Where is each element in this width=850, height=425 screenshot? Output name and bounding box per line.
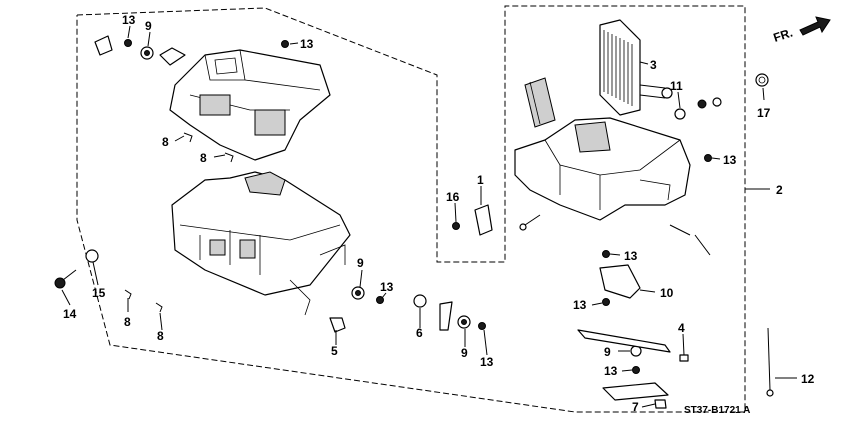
callout-13: 13 [723, 153, 737, 167]
front-direction-label: FR. [772, 26, 795, 45]
clip-icon [329, 317, 346, 333]
callout-9: 9 [357, 256, 364, 270]
bolt-icon [54, 277, 66, 289]
callout-13: 13 [380, 280, 394, 294]
callout-13: 13 [573, 298, 587, 312]
shutter-icon [602, 382, 669, 401]
front-direction-indicator: FR. [772, 16, 831, 45]
callout-13: 13 [480, 355, 494, 369]
screw-icon [632, 366, 640, 374]
callout-5: 5 [331, 344, 338, 358]
cap-icon [85, 249, 99, 263]
callout-12: 12 [801, 372, 815, 386]
lower-heater-case [171, 171, 351, 316]
screw-icon [281, 40, 289, 48]
callout-6: 6 [416, 326, 423, 340]
callout-11: 11 [670, 79, 683, 93]
callout-17: 17 [757, 106, 771, 120]
screw-icon [704, 154, 712, 162]
screw-icon [602, 250, 610, 258]
callout-13: 13 [122, 13, 136, 27]
callout-8: 8 [124, 315, 131, 329]
callout-13: 13 [300, 37, 314, 51]
rod-icon [767, 327, 771, 391]
callout-13: 13 [604, 364, 618, 378]
screw-icon [124, 39, 132, 47]
clip-icon [224, 152, 234, 163]
callout-15: 15 [92, 286, 106, 300]
bracket-icon [474, 204, 493, 236]
filter-panel [524, 77, 556, 128]
callout-3: 3 [650, 58, 657, 72]
hardware-items [54, 35, 774, 409]
callout-8: 8 [162, 135, 169, 149]
callout-14: 14 [63, 307, 77, 321]
actuator-icon [94, 35, 113, 56]
callout-numbers: 13 9 13 8 8 16 1 3 11 17 13 2 13 10 13 4… [63, 13, 815, 414]
callout-13: 13 [624, 249, 638, 263]
screw-icon [452, 222, 460, 230]
drawing-code: ST37-B1721 A [684, 405, 750, 416]
clip-icon [124, 289, 132, 300]
callout-8: 8 [157, 329, 164, 343]
callout-8: 8 [200, 151, 207, 165]
bushing-icon [413, 294, 427, 308]
clip-icon [155, 302, 163, 313]
clip-icon [183, 132, 193, 143]
front-arrow-icon [799, 16, 831, 36]
callout-9: 9 [461, 346, 468, 360]
cover-plate-icon [599, 264, 641, 299]
screw-icon [602, 298, 610, 306]
callout-4: 4 [678, 321, 685, 335]
screw-icon [376, 296, 384, 304]
heater-core [599, 19, 673, 116]
assembly-outline-left [76, 5, 746, 413]
callout-9: 9 [604, 345, 611, 359]
callout-9: 9 [145, 19, 152, 33]
leader-lines [61, 25, 797, 408]
callout-7: 7 [632, 400, 639, 414]
callout-16: 16 [446, 190, 460, 204]
callout-2: 2 [776, 183, 783, 197]
cap-icon [755, 73, 769, 87]
callout-1: 1 [477, 173, 484, 187]
lever-icon [577, 329, 671, 353]
callout-10: 10 [660, 286, 674, 300]
bolt-icon [674, 108, 686, 120]
upper-heater-case [169, 49, 331, 161]
screw-icon [478, 322, 486, 330]
main-heater-housing [514, 117, 711, 256]
